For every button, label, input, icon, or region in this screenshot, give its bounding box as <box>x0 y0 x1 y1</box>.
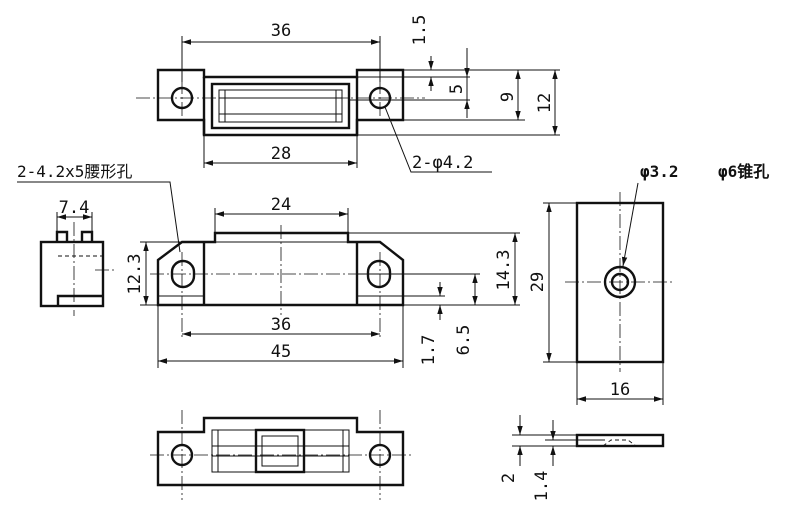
bottom-view-outline <box>156 416 405 487</box>
label-hole-diameter: φ3.2 <box>640 162 679 181</box>
plate-side-view: 2 1.4 <box>499 415 665 502</box>
bottom-view-center-block <box>254 428 306 474</box>
dim-plate-step-1.4: 1.4 <box>532 471 552 502</box>
dim-plate-height-29: 29 <box>528 272 548 292</box>
callout-hole-diameter: 2-φ4.2 <box>412 153 473 173</box>
front-view: 24 36 45 12.3 14.3 1.7 6.5 2-4.2x5腰形孔 <box>17 162 520 368</box>
dim-front-base-offset-1.7: 1.7 <box>419 335 439 366</box>
dim-plate-thickness-2: 2 <box>499 473 519 483</box>
dim-front-length-45: 45 <box>271 342 291 362</box>
side-view: 7.4 <box>39 198 114 316</box>
dim-front-left-12.3: 12.3 <box>125 254 145 295</box>
side-view-body <box>39 240 105 308</box>
dim-front-top-24: 24 <box>271 195 291 215</box>
dim-front-hole-spacing-36: 36 <box>271 315 291 335</box>
dim-front-right-14.3: 14.3 <box>494 250 514 291</box>
dim-slot-height-5: 5 <box>447 84 467 94</box>
dim-side-width-7.4: 7.4 <box>59 198 90 218</box>
dim-total-height-12: 12 <box>535 93 555 113</box>
callout-slot: 2-4.2x5腰形孔 <box>17 162 132 181</box>
top-view-flange <box>156 68 405 137</box>
dim-front-base-6.5: 6.5 <box>454 325 474 356</box>
plate-view: 29 16 φ3.2 φ6锥孔 <box>528 162 769 405</box>
top-view-magnet-inner <box>218 89 343 123</box>
label-countersink: φ6锥孔 <box>718 162 769 181</box>
dim-top-thickness-1.5: 1.5 <box>410 15 430 46</box>
dim-body-height-9: 9 <box>498 92 518 102</box>
dim-top-width-36: 36 <box>271 21 291 41</box>
top-view-magnet-slot <box>210 82 351 130</box>
dim-top-width-28: 28 <box>271 144 291 164</box>
bottom-view <box>150 410 412 500</box>
top-view: 36 28 1.5 5 9 12 2-φ4.2 <box>136 15 560 173</box>
dim-plate-width-16: 16 <box>610 380 630 400</box>
